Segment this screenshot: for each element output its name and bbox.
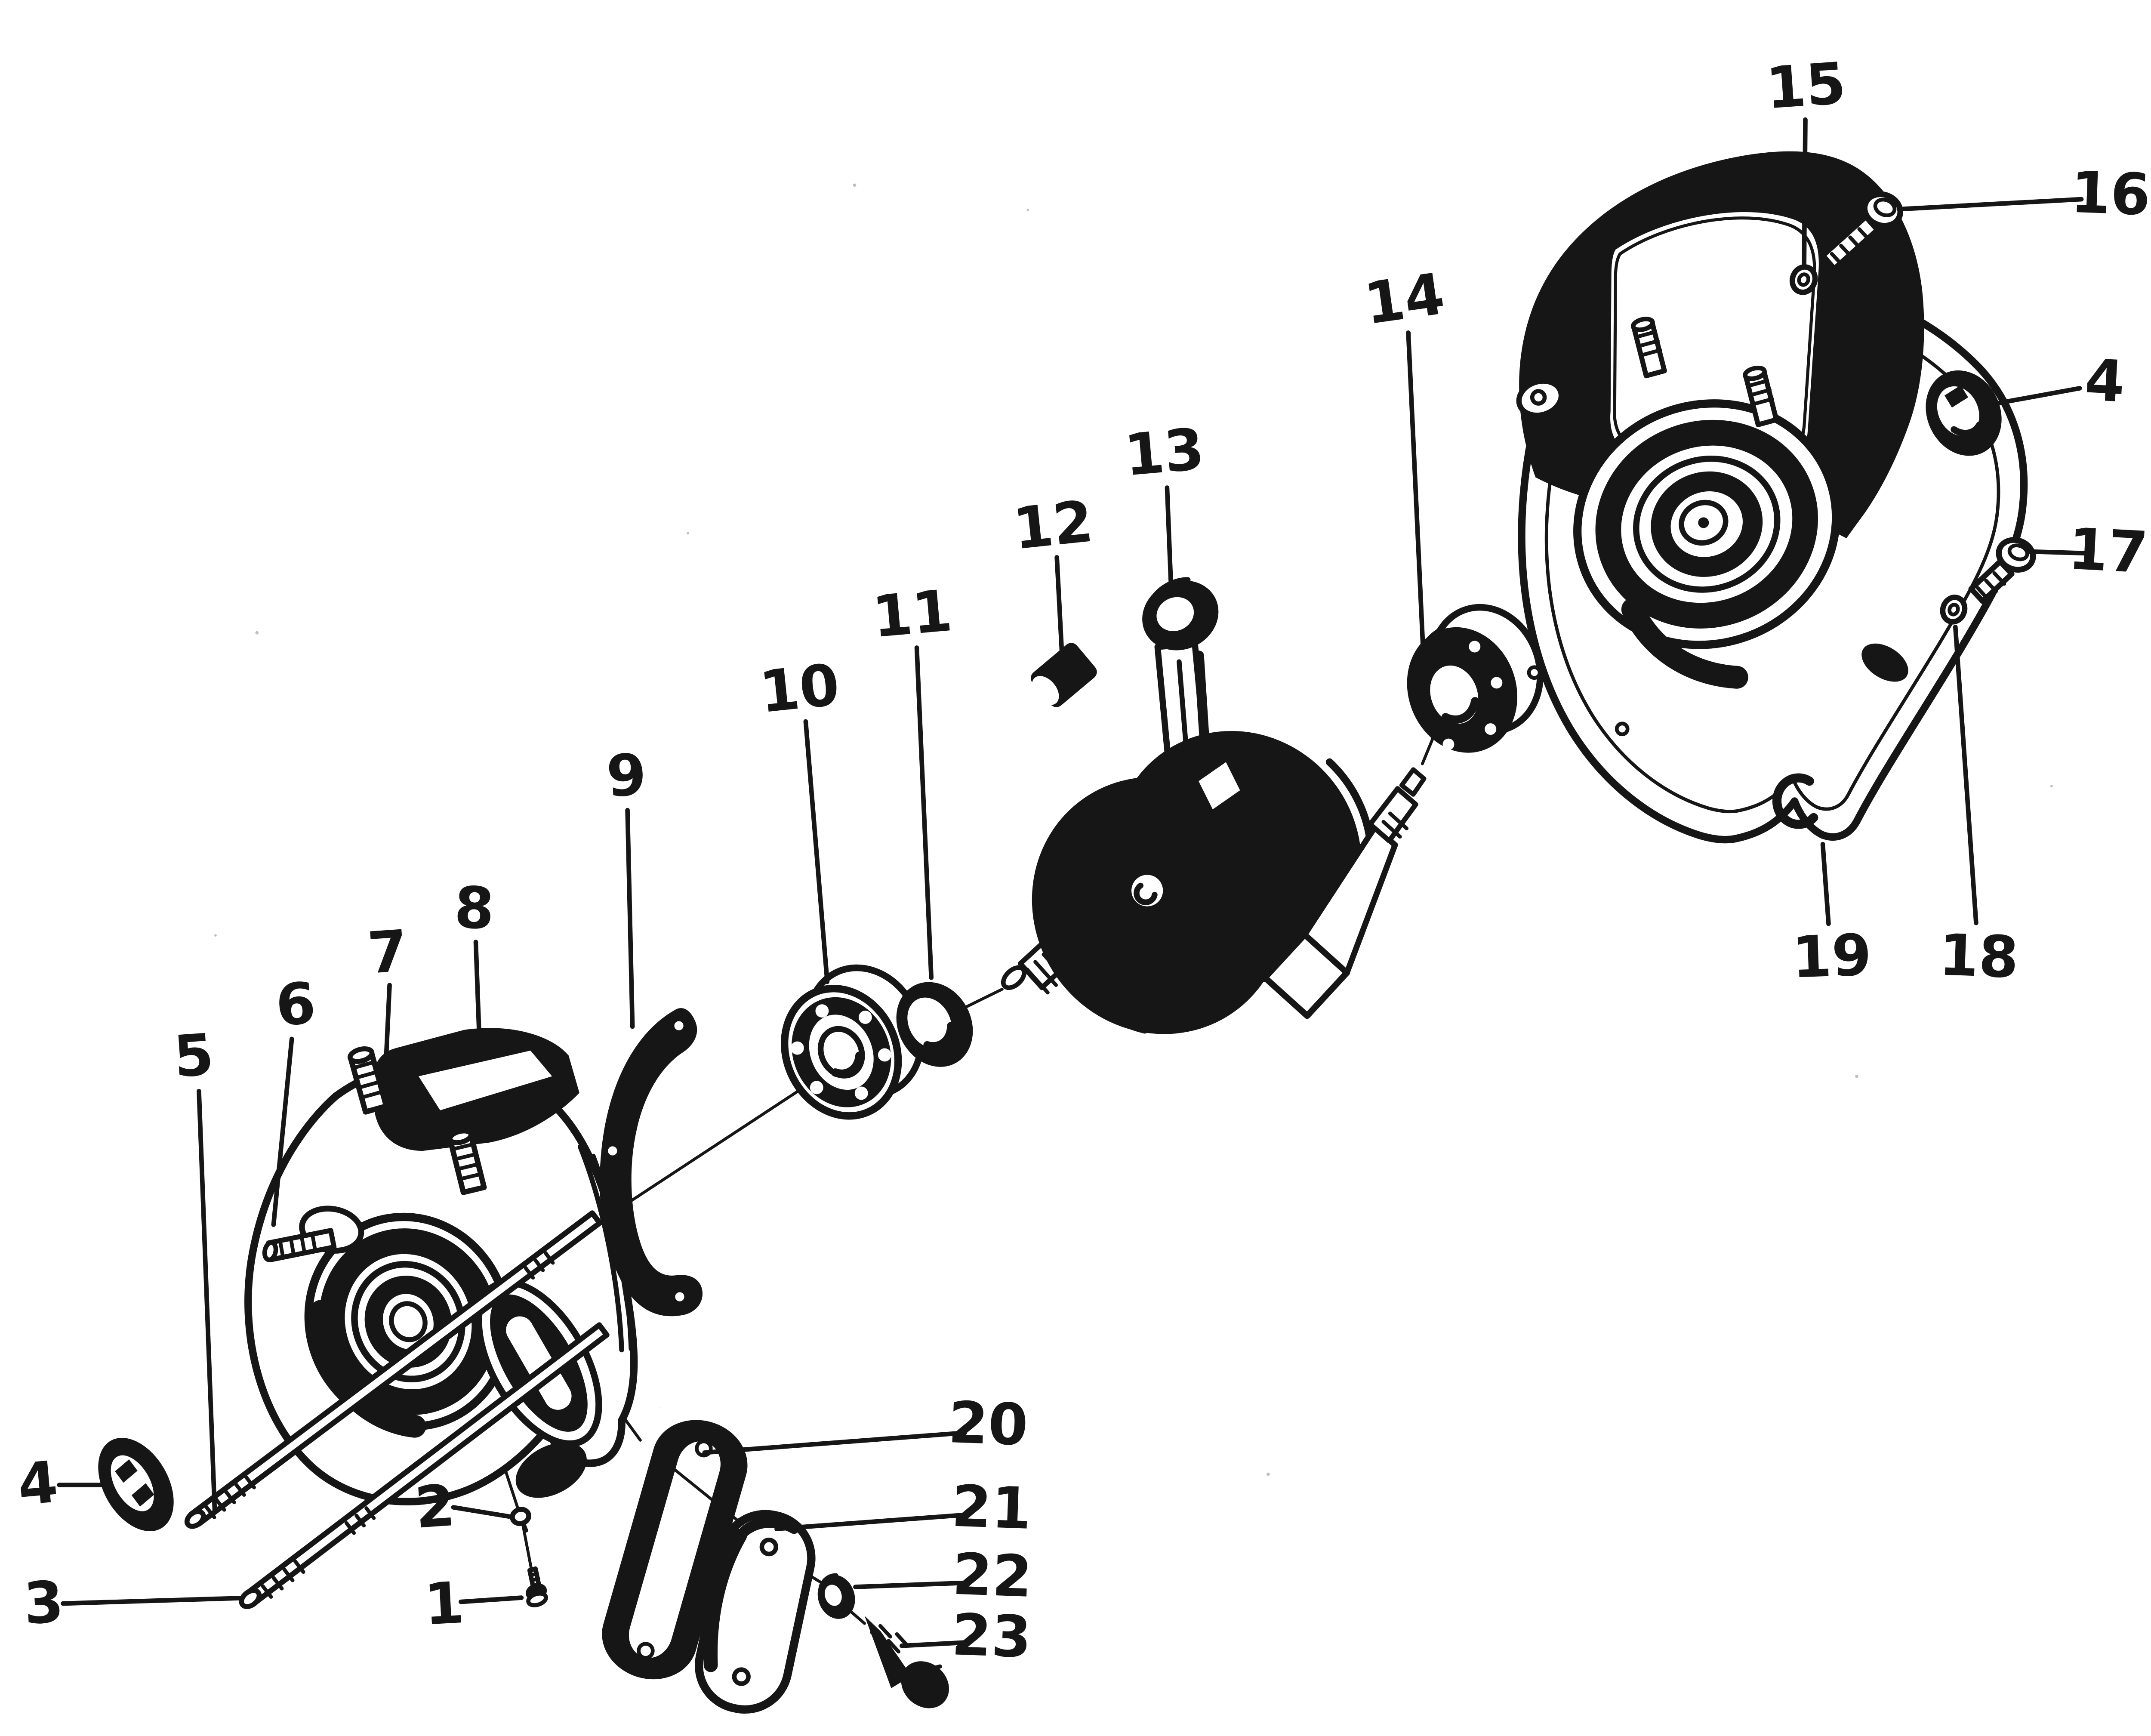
washer-22 [817, 1573, 855, 1619]
leader-lines [57, 117, 2087, 1648]
callout-label-7: 7 [366, 918, 410, 987]
crankcase-gasket-9 [600, 1008, 703, 1317]
callout-label-4-left: 4 [15, 1449, 61, 1518]
callout-label-2: 2 [413, 1473, 457, 1542]
callout-label-22: 22 [952, 1542, 1033, 1610]
callout-label-20: 20 [947, 1390, 1029, 1458]
callout-label-5: 5 [172, 1022, 216, 1091]
callout-label-18: 18 [1938, 922, 2019, 991]
callout-label-17: 17 [2067, 516, 2150, 586]
cover-screw-1 [526, 1566, 548, 1607]
callout-label-19: 19 [1791, 922, 1873, 991]
cover-stud-b [1743, 365, 1779, 427]
callout-label-21: 21 [951, 1474, 1032, 1542]
right-crankcase-cover [1516, 151, 2028, 844]
callout-label-14: 14 [1360, 261, 1448, 337]
oil-seal-right [1926, 370, 2002, 456]
crankpin-12 [1031, 643, 1097, 707]
callout-labels: 1 2 3 4 4 5 6 7 8 9 10 11 12 13 14 15 16… [15, 50, 2151, 1671]
lock-washer-18 [1940, 595, 1968, 625]
callout-label-6: 6 [274, 971, 317, 1039]
short-stud-6 [262, 1206, 364, 1262]
callout-label-1: 1 [422, 1570, 465, 1638]
cylinder-stud-7b [447, 1128, 487, 1195]
oil-seal-left [98, 1438, 174, 1532]
ball-bearing-10 [781, 964, 925, 1120]
callout-label-4-right: 4 [2083, 347, 2126, 416]
callout-label-9: 9 [605, 742, 648, 810]
screw-17 [1968, 537, 2036, 604]
callout-label-15: 15 [1764, 50, 1848, 122]
callout-label-11: 11 [870, 578, 955, 651]
long-stud-3 [239, 1322, 610, 1609]
long-stud-5 [184, 1210, 603, 1529]
screw-16 [1820, 191, 1903, 272]
callout-label-23: 23 [951, 1602, 1032, 1671]
callout-label-8: 8 [453, 875, 496, 942]
callout-label-12: 12 [1010, 488, 1096, 563]
lock-washer-15 [1789, 264, 1818, 295]
spacer-ring-11 [896, 982, 973, 1067]
cylinder-stud-7a [347, 1046, 389, 1115]
cover-stud-a [1630, 317, 1667, 379]
port-cover-plate-21 [695, 1510, 816, 1714]
callout-label-3: 3 [22, 1569, 65, 1637]
callout-label-10: 10 [756, 652, 842, 726]
callout-label-13: 13 [1122, 416, 1207, 489]
cover-hub [1573, 399, 1840, 649]
hex-bolt-23 [864, 1616, 949, 1708]
callout-label-16: 16 [2070, 160, 2151, 228]
ball-bearing-14 [1407, 604, 1544, 753]
scan-speckles [214, 183, 2053, 1476]
crankshaft [1001, 577, 1427, 1034]
cover-screw-2 [510, 1507, 531, 1532]
